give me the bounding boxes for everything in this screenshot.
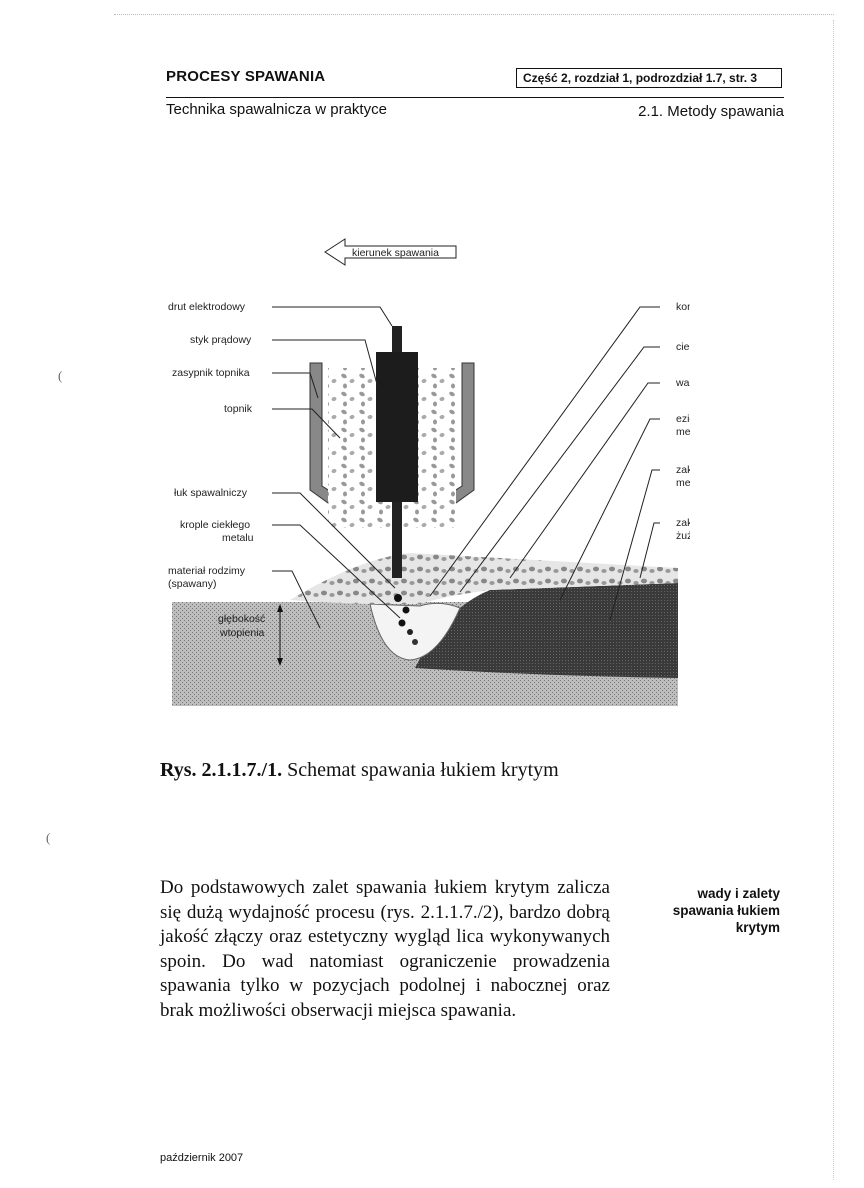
header-title: PROCESY SPAWANIA <box>166 68 326 85</box>
margin-mark: ( <box>46 830 51 845</box>
label-liquid-slag: ciekły żużel <box>676 341 690 353</box>
label-solid-slag: zakrzepnięty <box>676 517 690 529</box>
label-arc-cavity: komora łuku <box>676 301 690 313</box>
figure-caption: Rys. 2.1.1.7./1. Schemat spawania łukiem… <box>160 759 559 782</box>
label-droplets: krople ciekłego <box>180 519 250 531</box>
penetration-label: wtopienia <box>219 627 265 639</box>
contact-tip <box>376 352 418 502</box>
direction-arrow: kierunek spawania <box>324 238 457 266</box>
label-electrode-wire: drut elektrodowy <box>168 301 246 313</box>
label-flux-hopper: zasypnik topnika <box>172 367 250 379</box>
label-solid-slag-2: żużel <box>676 530 690 542</box>
header-section: 2.1. Metody spawania <box>638 103 784 120</box>
label-weld-metal-2: metal (spoina) <box>676 477 690 489</box>
label-weld-metal: zakrzepnięty <box>676 464 690 476</box>
metal-droplets <box>394 594 418 645</box>
side-note: wady i zalety spawania łukiem krytym <box>640 885 780 936</box>
flux-layer <box>290 553 678 604</box>
weld-metal <box>415 583 678 678</box>
label-arc: łuk spawalniczy <box>174 487 248 499</box>
right-labels: komora łuku ciekły żużel warstwa topnika… <box>429 301 690 621</box>
side-note-line: spawania łukiem <box>672 903 780 918</box>
weld-pool <box>369 602 461 661</box>
header-subtitle: Technika spawalnicza w praktyce <box>166 101 387 118</box>
direction-label: kierunek spawania <box>352 247 439 259</box>
welding-diagram: kierunek spawania głębokość wtopienia dr… <box>168 238 690 706</box>
body-paragraph: Do podstawowych zalet spawania łukiem kr… <box>160 877 610 1021</box>
penetration-label: głębokość <box>218 613 265 625</box>
figure-caption-text: Schemat spawania łukiem krytym <box>287 759 559 781</box>
figure-number: Rys. 2.1.1.7./1. <box>160 759 283 781</box>
side-note-line: krytym <box>735 920 780 935</box>
header-reference-box: Część 2, rozdział 1, podrozdział 1.7, st… <box>516 68 782 88</box>
label-weld-pool: ezioro ciekłego <box>676 413 690 425</box>
scan-border-top <box>114 14 834 15</box>
scan-border-right <box>833 20 834 1180</box>
header-rule <box>166 97 784 98</box>
electrode-wire-top <box>392 326 402 354</box>
electrode-wire <box>392 502 402 578</box>
side-note-line: wady i zalety <box>697 886 780 901</box>
label-base-metal-2: (spawany) <box>168 578 216 590</box>
label-droplets-2: metalu <box>222 532 254 544</box>
label-contact-tip: styk prądowy <box>190 334 252 346</box>
label-weld-pool-2: metalu <box>676 426 690 438</box>
label-flux-layer: warstwa topnika <box>675 377 690 389</box>
left-labels: drut elektrodowy styk prądowy zasypnik t… <box>168 301 401 629</box>
margin-mark: ( <box>58 368 63 383</box>
label-flux: topnik <box>224 403 253 415</box>
footer-date: październik 2007 <box>160 1152 244 1164</box>
label-base-metal: materiał rodzimy <box>168 565 246 577</box>
